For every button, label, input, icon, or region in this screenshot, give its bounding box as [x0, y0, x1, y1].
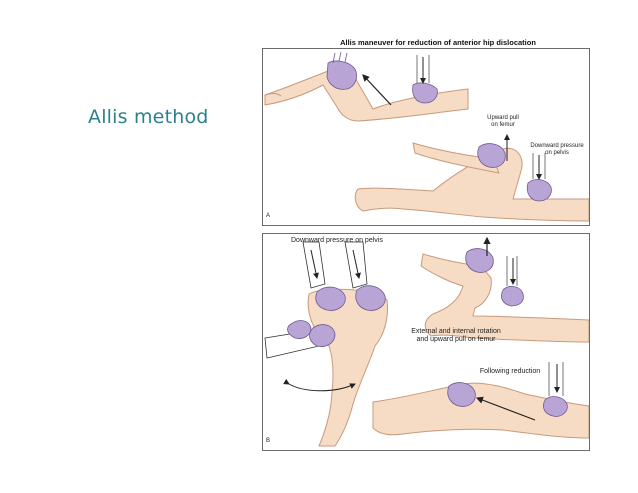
patient-leg-pull: [420, 253, 589, 343]
pull-arrow-reduced: [475, 396, 536, 421]
figure-panel-a: Upward pull on femur Downward pressure o…: [262, 48, 590, 226]
gloved-hand-ankle-reduced: [543, 362, 568, 417]
figure-title: Allis maneuver for reduction of anterior…: [340, 38, 536, 47]
gloved-hand-pelvis-b: [501, 256, 524, 307]
label-rotation: External and internal rotation and upwar…: [411, 328, 501, 343]
panel-a-illustration: [264, 51, 589, 222]
press-arrow-b-left: [310, 249, 319, 279]
label-downward-pressure-a: Downward pressure on pelvis: [530, 143, 584, 156]
label-following-reduction: Following reduction: [479, 368, 541, 375]
figure-panel-b: Downward pressure on pelvis External and…: [262, 233, 590, 451]
gloved-hand-top-right: [412, 55, 438, 104]
panel-b-illustration: [264, 236, 589, 447]
pull-arrow-top: [362, 74, 392, 106]
press-arrow-b-right: [352, 249, 361, 279]
slide-title: Allis method: [88, 106, 209, 128]
rotation-arrow: [283, 378, 356, 392]
panel-letter-b: B: [266, 438, 271, 444]
gloved-hand-top-left: [326, 51, 357, 90]
gloved-hand-knee: [477, 143, 506, 168]
label-downward-pressure-b: Downward pressure on pelvis: [291, 237, 383, 244]
patient-leg-bottom: [354, 142, 589, 222]
gloved-hand-knee-b: [287, 320, 336, 347]
label-upward-pull: Upward pull on femur: [487, 115, 519, 128]
gloved-hands-pelvis: [315, 285, 386, 311]
panel-letter-a: A: [266, 213, 271, 219]
gloved-hand-knee-reduced: [447, 382, 476, 407]
